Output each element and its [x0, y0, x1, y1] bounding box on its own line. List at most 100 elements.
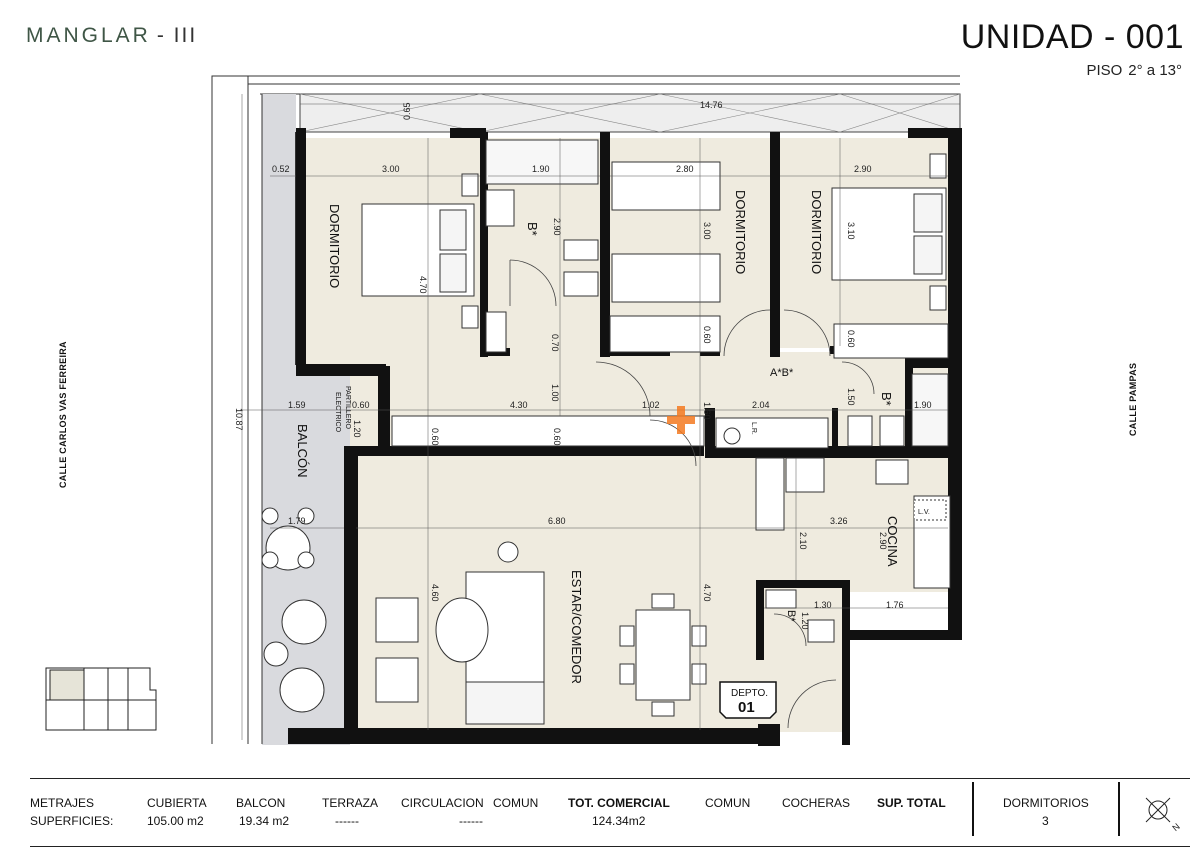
- armchair-1: [375, 597, 419, 643]
- floor-label: PISO: [1086, 62, 1123, 79]
- dim-total-width: 14.76: [700, 100, 723, 110]
- compass-label: N: [1170, 821, 1181, 833]
- cubierta-label: CUBIERTA: [147, 796, 207, 810]
- dim-bath4-width: 1.30: [814, 600, 832, 610]
- dim-dorm3-depth: 3.10: [846, 222, 856, 240]
- dim-corridor-depth-2: 0.60: [552, 428, 562, 446]
- street-right: CALLE PAMPAS: [1128, 362, 1138, 436]
- toilet-1: [563, 239, 599, 261]
- sup-total-label: SUP. TOTAL: [877, 796, 946, 810]
- room-balcony: BALCÓN: [295, 424, 310, 477]
- shower-1: [485, 139, 599, 185]
- dim-dorm2-width: 2.80: [676, 164, 694, 174]
- room-bath-2: A*B*: [770, 367, 794, 379]
- comun2-label: COMUN: [705, 796, 751, 810]
- dim-bath2-width: 2.04: [752, 400, 770, 410]
- compass-icon: N: [1145, 797, 1182, 833]
- toilet-4: [807, 619, 835, 643]
- dim-hall-depth: 1.00: [550, 384, 560, 402]
- door-swings: [509, 259, 875, 729]
- closet-2: [609, 315, 721, 353]
- room-bath-4: B*: [785, 610, 797, 622]
- vanity-4: [765, 589, 797, 609]
- metrajes-label: METRAJES: [30, 796, 95, 810]
- tot-comercial-value: 124.34m2: [592, 814, 646, 828]
- unit-title: UNIDAD - 001: [960, 18, 1184, 56]
- room-dorm-2: DORMITORIO: [733, 190, 748, 274]
- dim-dorm3-width: 2.90: [854, 164, 872, 174]
- dim-bath4-depth: 1.20: [800, 612, 810, 630]
- floor-lamp: [497, 541, 519, 563]
- room-laundry-2: L.R.: [750, 422, 757, 435]
- room-laundry: L.V.: [918, 509, 930, 516]
- room-living: ESTAR/COMEDOR: [569, 570, 584, 684]
- vanity-1: [485, 189, 515, 227]
- dim-kitchen-depth: 2.10: [798, 532, 808, 550]
- footer-separator-2: [1118, 782, 1120, 836]
- balcon-label: BALCON: [236, 796, 286, 810]
- dim-bath3-depth: 1.50: [846, 388, 856, 406]
- circulacion-value: ------: [459, 814, 483, 828]
- dim-balcony-depth: 10.87: [234, 408, 244, 431]
- dim-dining-depth: 4.70: [702, 584, 712, 602]
- depto-number: 01: [738, 699, 755, 716]
- floor-value: 2° a 13°: [1128, 62, 1182, 79]
- dim-closet2: 0.60: [702, 326, 712, 344]
- room-shaft: PARTILLERO: [344, 386, 351, 429]
- room-bath-3: B*: [879, 392, 894, 406]
- armchair-2: [375, 657, 419, 703]
- cubierta-value: 105.00 m2: [147, 814, 204, 828]
- dim-bath1-depth: 2.90: [552, 218, 562, 236]
- cooktop: [785, 457, 825, 493]
- street-left: CALLE CARLOS VAS FERREIRA: [58, 341, 68, 488]
- dim-hall-1: 1.59: [288, 400, 306, 410]
- coffee-table: [435, 597, 489, 663]
- dim-closet3: 0.60: [846, 330, 856, 348]
- dim-dorm2-depth: 3.00: [702, 222, 712, 240]
- depto-tag: DEPTO. 01: [719, 681, 777, 719]
- circulacion-label: CIRCULACION: [401, 796, 484, 810]
- key-plan: [45, 667, 157, 731]
- toilet-3: [847, 415, 873, 447]
- room-kitchen: COCINA: [885, 516, 900, 567]
- dim-corridor-depth: 0.60: [430, 428, 440, 446]
- dim-door-1: 1.02: [642, 400, 660, 410]
- dim-living-width: 6.80: [548, 516, 566, 526]
- dim-door-2: 1.60: [702, 402, 712, 420]
- terraza-label: TERRAZA: [322, 796, 379, 810]
- planter-3: [279, 667, 325, 713]
- counter: [755, 457, 785, 531]
- dim-hall-2: 0.60: [352, 400, 370, 410]
- floor-range: PISO 2° a 13°: [1080, 62, 1182, 79]
- dim-bath3-width: 1.90: [914, 400, 932, 410]
- dim-balcony-width: 1.79: [288, 516, 306, 526]
- planter-1: [281, 599, 327, 645]
- dim-dorm1-depth: 4.70: [418, 276, 428, 294]
- dim-closet1: 0.70: [550, 334, 560, 352]
- dim-laundry-width: 1.76: [886, 600, 904, 610]
- furniture: [261, 139, 951, 725]
- dim-living-depth: 4.60: [430, 584, 440, 602]
- room-shaft-2: ELECTRICO: [334, 392, 341, 433]
- cocheras-label: COCHERAS: [782, 796, 851, 810]
- room-bath-1: B*: [525, 222, 540, 236]
- closet-3: [833, 323, 949, 359]
- tot-comercial-label: TOT. COMERCIAL: [568, 796, 670, 810]
- watermark-logo: [667, 406, 695, 434]
- dim-bath1-width: 1.90: [532, 164, 550, 174]
- footer-bottom-line: [30, 846, 1190, 847]
- dim-kitchen-width: 3.26: [830, 516, 848, 526]
- balcon-value: 19.34 m2: [239, 814, 290, 828]
- brand-suffix: - III: [156, 24, 198, 47]
- footer-separator-1: [972, 782, 974, 836]
- depto-label: DEPTO.: [731, 688, 768, 699]
- planter-2: [263, 641, 289, 667]
- kitchen-sink: [875, 459, 909, 485]
- bidet-1: [563, 271, 599, 297]
- room-dorm-1: DORMITORIO: [327, 204, 342, 288]
- dim-shaft-depth: 1.20: [352, 420, 362, 438]
- dormitorios-label: DORMITORIOS: [1003, 796, 1089, 810]
- room-dorm-3: DORMITORIO: [809, 190, 824, 274]
- dormitorios-value: 3: [1042, 814, 1049, 828]
